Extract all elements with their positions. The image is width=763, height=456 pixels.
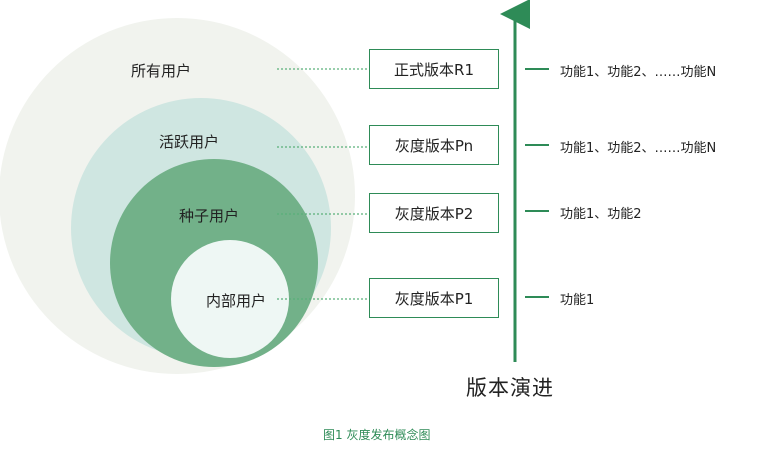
label-all-users: 所有用户 bbox=[131, 62, 192, 80]
version-label-p1: 灰度版本P1 bbox=[394, 289, 474, 308]
version-label-r1: 正式版本R1 bbox=[394, 60, 474, 79]
label-active-users: 活跃用户 bbox=[159, 133, 220, 151]
version-box-p1: 灰度版本P1 bbox=[369, 278, 499, 318]
features-pn: 功能1、功能2、……功能N bbox=[560, 141, 717, 156]
features-p1: 功能1 bbox=[560, 293, 595, 308]
label-internal-users: 内部用户 bbox=[206, 292, 267, 310]
axis-title: 版本演进 bbox=[466, 376, 554, 400]
features-r1: 功能1、功能2、……功能N bbox=[560, 65, 717, 80]
version-label-pn: 灰度版本Pn bbox=[394, 136, 474, 155]
version-box-pn: 灰度版本Pn bbox=[369, 125, 499, 165]
version-label-p2: 灰度版本P2 bbox=[394, 204, 474, 223]
ring-internal-users bbox=[171, 240, 289, 358]
figure-caption: 图1 灰度发布概念图 bbox=[323, 428, 431, 442]
features-p2: 功能1、功能2 bbox=[560, 207, 642, 222]
label-seed-users: 种子用户 bbox=[179, 207, 240, 225]
version-box-p2: 灰度版本P2 bbox=[369, 193, 499, 233]
version-box-r1: 正式版本R1 bbox=[369, 49, 499, 89]
